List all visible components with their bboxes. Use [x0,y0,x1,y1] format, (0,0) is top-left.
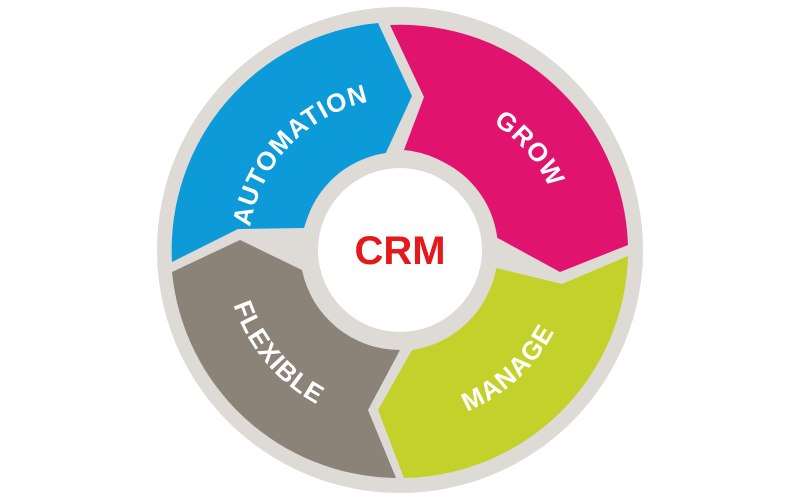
segment-flexible [172,240,400,478]
center-disc [318,168,482,332]
segment-automation [171,23,412,262]
center-label: CRM [354,229,445,273]
segment-grow [390,24,628,273]
segment-manage [378,256,628,478]
